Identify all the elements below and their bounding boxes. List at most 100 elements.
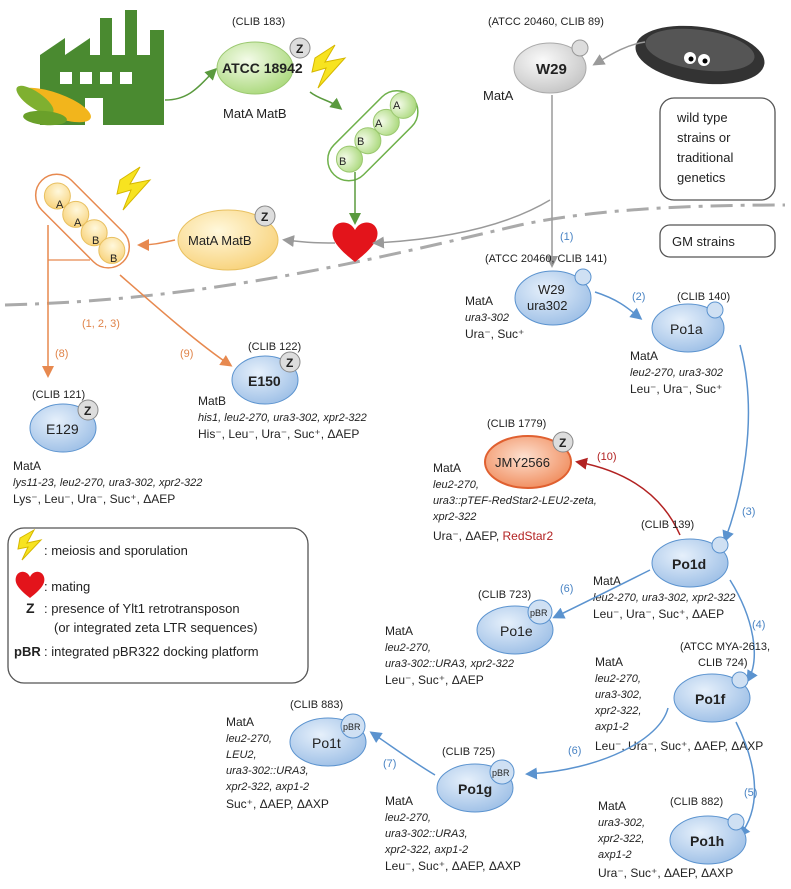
corn-icon [16, 85, 91, 126]
legend-meiosis: : meiosis and sporulation [44, 543, 188, 558]
po1h-mat: MatA [598, 799, 626, 813]
wild-line: genetics [677, 170, 726, 185]
spore-label: B [339, 156, 346, 168]
po1h-name: Po1h [690, 833, 724, 849]
e129-mat: MatA [13, 459, 41, 473]
po1a-mat: MatA [630, 349, 658, 363]
arrow-factory-to-atcc [164, 67, 218, 101]
e129-pheno: Lys⁻, Leu⁻, Ura⁻, Suc⁺, ΔAEP [13, 492, 175, 506]
jmy-pheno-red: RedStar2 [503, 529, 554, 543]
arrow-to-e150 [119, 274, 233, 367]
w29top-cell [513, 42, 587, 94]
po1g-pheno: Leu⁻, Suc⁺, ΔAEP, ΔAXP [385, 859, 521, 873]
lightning-icon [17, 528, 43, 561]
factory-icon [40, 10, 164, 125]
po1f-clib1: (ATCC MYA-2613, [680, 641, 770, 653]
po1g-geno: leu2-270, [385, 812, 431, 824]
gm-label: GM strains [672, 234, 735, 249]
step-label: (2) [632, 291, 645, 303]
spore-label: B [92, 235, 99, 247]
po1f-mat: MatA [595, 655, 623, 669]
jmy-mat: MatA [433, 461, 461, 475]
po1t-pheno: Suc⁺, ΔAEP, ΔAXP [226, 797, 329, 811]
arrow-po1f-to-po1h [735, 721, 756, 838]
step-label: (1, 2, 3) [82, 318, 120, 330]
w29ura-geno: ura3-302 [465, 312, 509, 324]
legend-pbr-symbol: pBR [14, 644, 41, 659]
po1t-geno: leu2-270, [226, 733, 272, 745]
jmy-geno2: ura3::pTEF-RedStar2-LEU2-zeta, [433, 495, 597, 507]
atcc18942-name: ATCC 18942 [222, 60, 303, 76]
e129-geno: lys11-23, leu2-270, ura3-302, xpr2-322 [13, 477, 202, 489]
z-label: Z [84, 404, 91, 418]
matamatb-cell [177, 209, 279, 271]
svg-text:Ura⁻, ΔAEP, RedStar2: Ura⁻, ΔAEP, RedStar2 [433, 529, 554, 543]
po1g-clib: (CLIB 725) [442, 746, 495, 758]
heart-icon [332, 222, 378, 262]
spore-label: A [56, 199, 64, 211]
po1d-clib: (CLIB 139) [641, 519, 694, 531]
po1h-clib: (CLIB 882) [670, 796, 723, 808]
spore-label: B [357, 136, 364, 148]
po1f-pheno: Leu⁻, Ura⁻, Suc⁺, ΔAEP, ΔAXP [595, 739, 763, 753]
w29top-mat: MatA [483, 88, 514, 103]
po1h-geno: ura3-302, [598, 817, 645, 829]
pbr-label: pBR [530, 608, 548, 618]
legend-z-text1: : presence of Ylt1 retrotransposon [44, 601, 240, 616]
e129-name: E129 [46, 421, 79, 437]
po1f-cell [673, 673, 751, 723]
spore-label: A [375, 118, 383, 130]
e150-geno: his1, leu2-270, ura3-302, xpr2-322 [198, 412, 367, 424]
jmy-clib: (CLIB 1779) [487, 418, 546, 430]
green-ascus [327, 89, 419, 182]
pbr-label: pBR [492, 768, 510, 778]
po1d-pheno: Leu⁻, Ura⁻, Suc⁺, ΔAEP [593, 607, 724, 621]
w29ura-cell [514, 270, 592, 326]
po1f-geno: xpr2-322, [594, 705, 641, 717]
wild-line: traditional [677, 150, 733, 165]
step-label: (10) [597, 451, 617, 463]
z-label: Z [286, 356, 293, 370]
legend-z-text2: (or integrated zeta LTR sequences) [54, 620, 258, 635]
arrow-sewer-to-w29 [592, 41, 646, 66]
arrow-po1d-to-jmy [575, 457, 681, 536]
jmy-geno3: xpr2-322 [432, 511, 476, 523]
w29top-clib: (ATCC 20460, CLIB 89) [488, 16, 604, 28]
wild-type-box [659, 97, 776, 201]
po1f-geno: ura3-302, [595, 689, 642, 701]
po1e-geno1: leu2-270, [385, 642, 431, 654]
z-badge [289, 37, 311, 59]
arrow-po1a-to-po1d [722, 344, 750, 543]
po1h-geno: xpr2-322, [597, 833, 644, 845]
step-label: (4) [752, 619, 765, 631]
w29ura-mat: MatA [465, 294, 493, 308]
sewer-icon [635, 25, 765, 85]
heart-icon [15, 571, 45, 598]
jmy-pheno: Ura⁻, ΔAEP, [433, 529, 503, 543]
legend-z-symbol: Z [26, 600, 35, 616]
arrow-po1f-to-po1g [525, 707, 669, 780]
atcc18942-mat: MatA MatB [223, 106, 287, 121]
z-label: Z [296, 42, 303, 56]
legend-box [7, 527, 309, 684]
jmy-cell [484, 435, 572, 489]
w29top-name: W29 [536, 61, 567, 78]
po1g-mat: MatA [385, 794, 413, 808]
arrow-matamatb-to-ascus [137, 238, 176, 251]
atcc18942-cell [216, 41, 294, 95]
e150-clib: (CLIB 122) [248, 341, 301, 353]
z-label: Z [261, 210, 268, 224]
po1e-geno2: ura3-302::URA3, xpr2-322 [385, 658, 514, 670]
po1a-clib: (CLIB 140) [677, 291, 730, 303]
po1e-clib: (CLIB 723) [478, 589, 531, 601]
po1a-cell [651, 303, 725, 353]
po1t-geno: xpr2-322, axp1-2 [225, 781, 309, 793]
spore-label: A [393, 100, 401, 112]
spore-label: A [74, 217, 82, 229]
e150-name: E150 [248, 373, 281, 389]
po1e-mat: MatA [385, 624, 413, 638]
jmy-geno1: leu2-270, [433, 479, 479, 491]
pbr-label: pBR [343, 722, 361, 732]
